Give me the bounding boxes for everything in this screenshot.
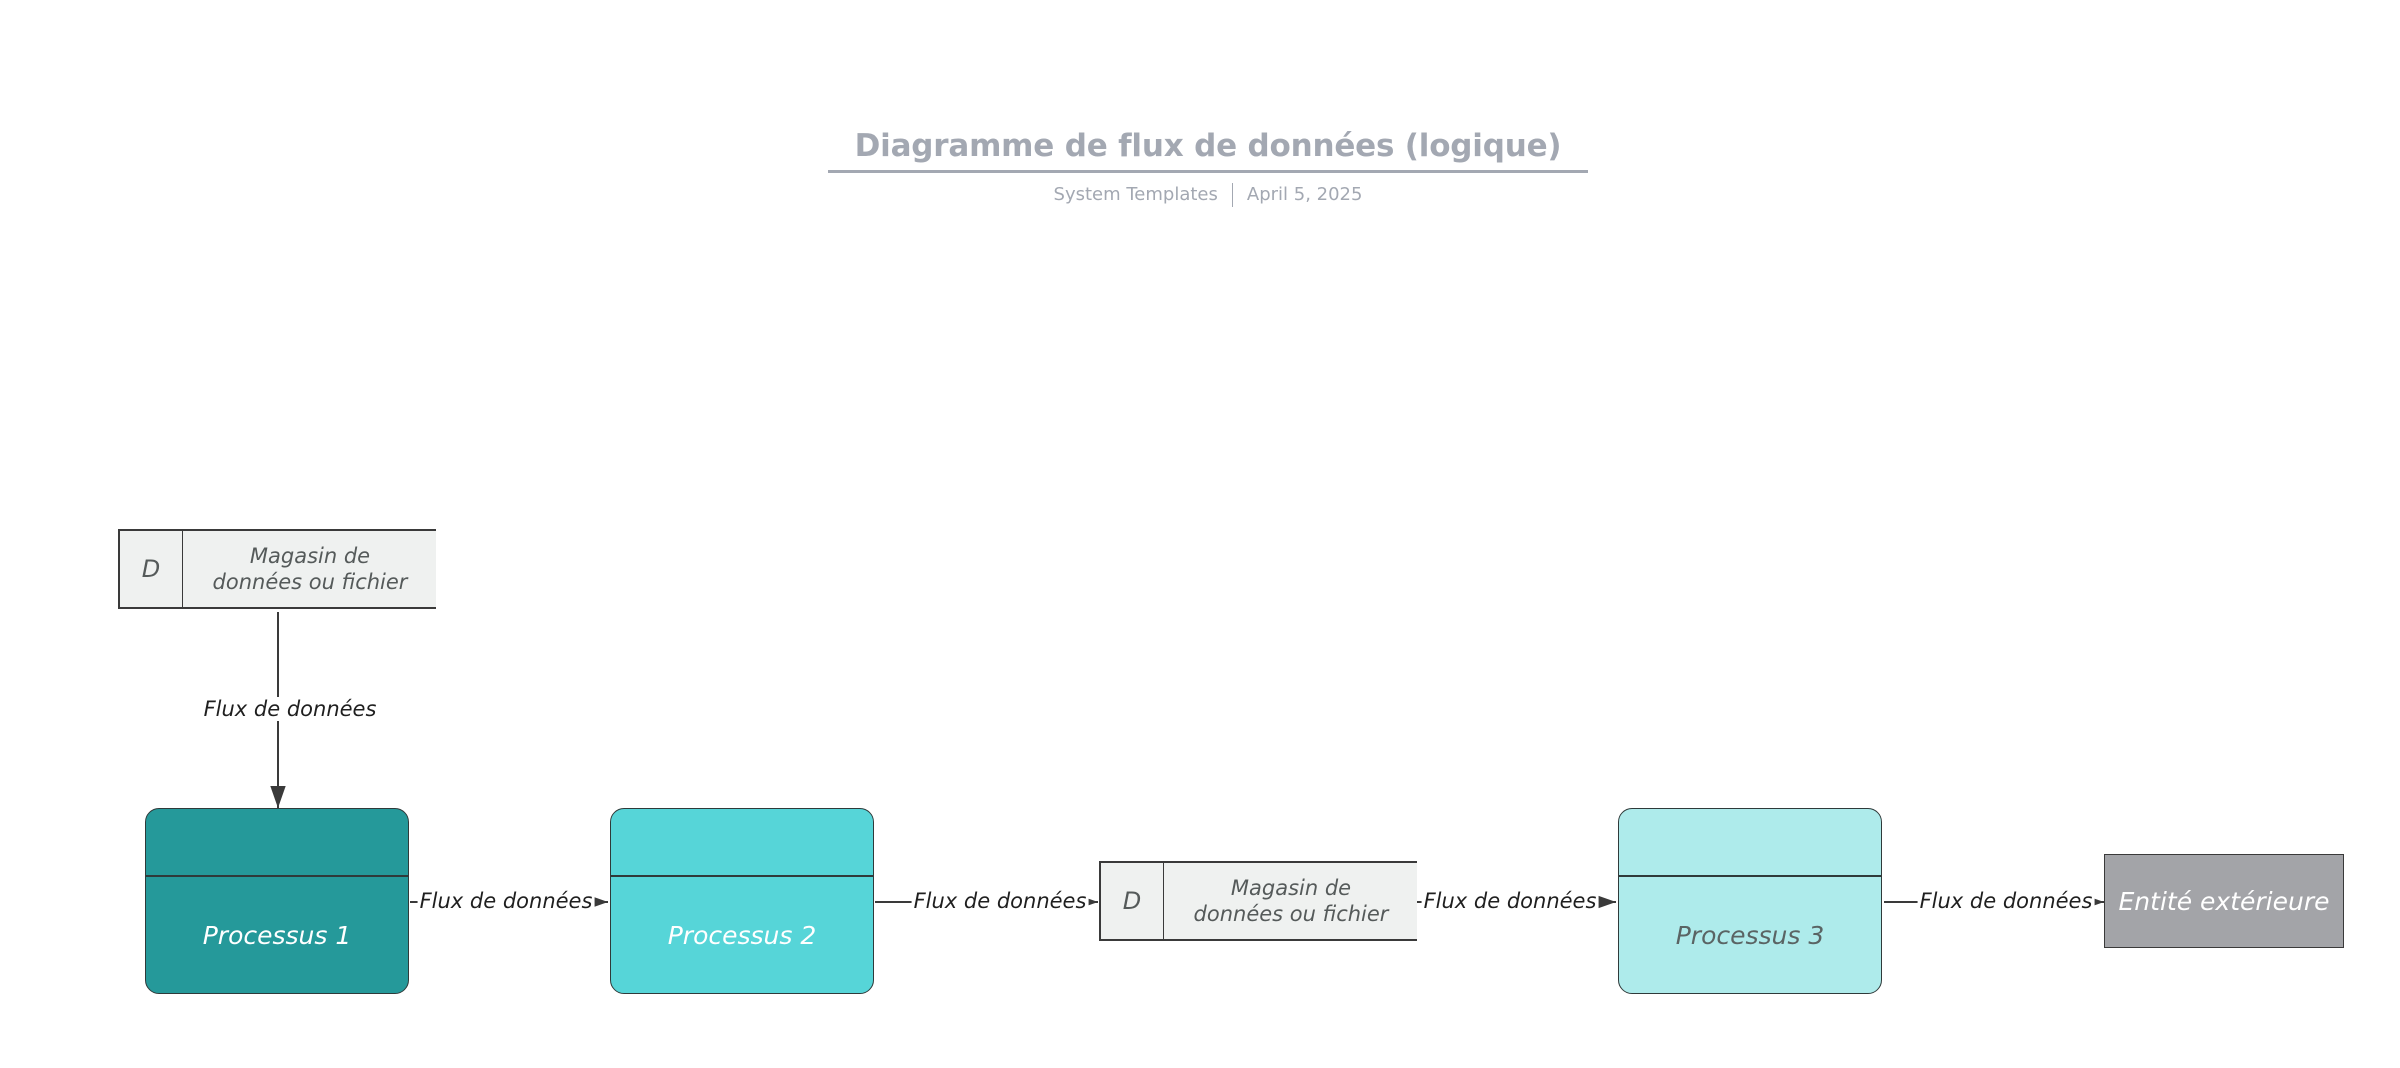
data-store-1-name: Magasin de données ou fichier [212, 544, 408, 594]
process-1-label: Processus 1 [202, 920, 352, 950]
process-3[interactable]: Processus 3 [1618, 808, 1882, 994]
data-store-2-id: D [1101, 863, 1164, 939]
diagram-meta: System Templates April 5, 2025 [828, 183, 1588, 207]
process-2[interactable]: Processus 2 [610, 808, 874, 994]
flow-label-process2-store2: Flux de données [911, 889, 1089, 913]
flow-label-store2-process3: Flux de données [1421, 889, 1599, 913]
flow-label-process1-process2: Flux de données [417, 889, 595, 913]
process-1-divider [146, 875, 408, 877]
diagram-title: Diagramme de flux de données (logique) [854, 128, 1562, 164]
process-3-divider [1619, 875, 1881, 877]
diagram-date: April 5, 2025 [1246, 184, 1363, 205]
process-1[interactable]: Processus 1 [145, 808, 409, 994]
data-store-1[interactable]: D Magasin de données ou fichier [118, 529, 436, 609]
external-entity[interactable]: Entité extérieure [2104, 854, 2344, 948]
process-2-label: Processus 2 [667, 920, 817, 950]
process-3-label: Processus 3 [1675, 920, 1825, 950]
data-store-2-name: Magasin de données ou fichier [1193, 876, 1389, 926]
flow-label-store1-process1: Flux de données [201, 697, 379, 721]
diagram-header: Diagramme de flux de données (logique) S… [828, 124, 1588, 207]
flow-label-process3-entity: Flux de données [1917, 889, 2095, 913]
data-store-2[interactable]: D Magasin de données ou fichier [1099, 861, 1417, 941]
meta-separator [1231, 183, 1233, 207]
title-underline [828, 170, 1588, 173]
process-2-divider [611, 875, 873, 877]
data-store-1-id: D [120, 531, 183, 607]
diagram-author: System Templates [1053, 184, 1218, 205]
